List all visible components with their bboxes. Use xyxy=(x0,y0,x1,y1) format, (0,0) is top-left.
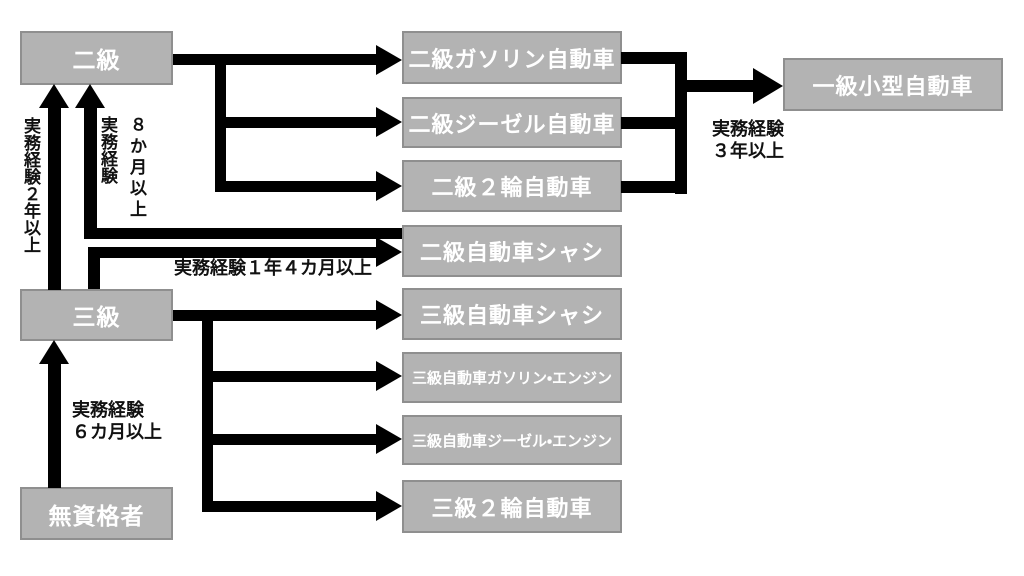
label-experience-6months: 実務経験 ６カ月以上 xyxy=(72,399,162,443)
connector-chassis2-to-grade2-v xyxy=(84,108,97,239)
box-grade3-gasoline-engine: 三級自動車ガソリン・エンジン xyxy=(402,352,622,403)
box-grade3-chassis-label: 三級自動車シャシ xyxy=(419,303,604,328)
arrowhead-grade2-diesel xyxy=(376,107,402,137)
box-grade2: 二級 xyxy=(20,31,173,85)
connector-gasoline-out xyxy=(621,52,687,64)
label-experience-8months: 実務経験 ８か月以上 xyxy=(96,116,147,221)
box-grade2-motorcycle: 二級２輪自動車 xyxy=(402,160,622,212)
arrowhead-chassis2-grade2 xyxy=(75,84,105,108)
box-grade2-diesel: 二級ジーゼル自動車 xyxy=(402,97,622,148)
label-experience-2years: 実務経験２年以上 xyxy=(21,117,40,253)
connector-grade3-to-chassis2-h xyxy=(88,247,378,258)
arrowhead-grade3-chassis2 xyxy=(376,237,402,267)
box-grade2-gasoline-label: 二級ガソリン自動車 xyxy=(408,46,616,72)
arrowhead-unqualified-grade3 xyxy=(39,340,69,364)
connector-merge-to-grade1 xyxy=(675,80,755,92)
arrowhead-grade3-diesel-engine xyxy=(376,424,402,454)
label-experience-6months-line1: 実務経験 xyxy=(72,400,144,420)
connector-grade3-to-grade2 xyxy=(48,108,61,290)
connector-unqualified-to-grade3 xyxy=(48,364,61,488)
connector-grade3-to-chassis3 xyxy=(173,310,378,321)
box-grade2-diesel-label: 二級ジーゼル自動車 xyxy=(408,111,616,137)
connector-grade2-to-gasoline xyxy=(173,54,378,65)
connector-merge-vertical xyxy=(675,52,687,194)
box-grade3-diesel-engine-label: 三級自動車ジーゼル・エンジン xyxy=(411,432,613,450)
label-experience-3years: 実務経験 ３年以上 xyxy=(712,118,784,162)
box-grade3-chassis: 三級自動車シャシ xyxy=(402,288,622,340)
connector-motorcycle-out xyxy=(621,181,687,193)
connector-grade2-to-motorcycle xyxy=(215,181,378,192)
box-unqualified: 無資格者 xyxy=(20,487,173,540)
label-experience-8months-col2: ８か月以上 xyxy=(127,116,146,221)
box-grade2-chassis: 二級自動車シャシ xyxy=(402,225,622,277)
box-grade3-motorcycle-label: 三級２輪自動車 xyxy=(431,495,593,521)
box-grade3-diesel-engine: 三級自動車ジーゼル・エンジン xyxy=(402,415,622,465)
box-grade3-gasoline-engine-label: 三級自動車ガソリン・エンジン xyxy=(411,370,613,387)
box-grade2-gasoline: 二級ガソリン自動車 xyxy=(402,31,622,84)
box-grade2-motorcycle-label: 二級２輪自動車 xyxy=(431,175,593,200)
box-grade1-small-label: 一級小型自動車 xyxy=(812,73,974,99)
box-grade3-motorcycle: 三級２輪自動車 xyxy=(402,480,622,533)
connector-grade3-to-motorcycle3 xyxy=(202,501,378,512)
arrowhead-grade2-motorcycle xyxy=(376,171,402,201)
connector-chassis2-to-grade2-h xyxy=(84,228,402,239)
label-experience-1year4months: 実務経験１年４カ月以上 xyxy=(174,258,372,278)
connector-diesel-out xyxy=(621,117,687,129)
box-grade3-label: 三級 xyxy=(72,304,121,330)
box-grade3: 三級 xyxy=(20,289,173,341)
box-unqualified-label: 無資格者 xyxy=(48,502,145,529)
label-experience-3years-line2: ３年以上 xyxy=(712,141,784,161)
connector-grade3-branch xyxy=(202,310,213,512)
box-grade2-label: 二級 xyxy=(72,47,121,73)
arrowhead-grade3-gasoline-engine xyxy=(376,361,402,391)
arrowhead-merge-grade1 xyxy=(753,68,783,104)
connector-grade2-to-diesel xyxy=(215,117,378,128)
label-experience-6months-line2: ６カ月以上 xyxy=(72,422,162,442)
box-grade2-chassis-label: 二級自動車シャシ xyxy=(419,240,604,265)
box-grade1-small: 一級小型自動車 xyxy=(783,58,1003,111)
arrowhead-grade3-chassis3 xyxy=(376,300,402,330)
arrowhead-grade2-gasoline xyxy=(376,45,402,75)
connector-grade3-to-diesel-engine xyxy=(202,434,378,445)
arrowhead-grade3-grade2 xyxy=(39,84,69,108)
arrowhead-grade3-motorcycle3 xyxy=(376,491,402,521)
label-experience-3years-line1: 実務経験 xyxy=(712,119,784,139)
label-experience-8months-col1: 実務経験 xyxy=(98,116,117,184)
connector-grade3-to-gasoline-engine xyxy=(202,371,378,382)
